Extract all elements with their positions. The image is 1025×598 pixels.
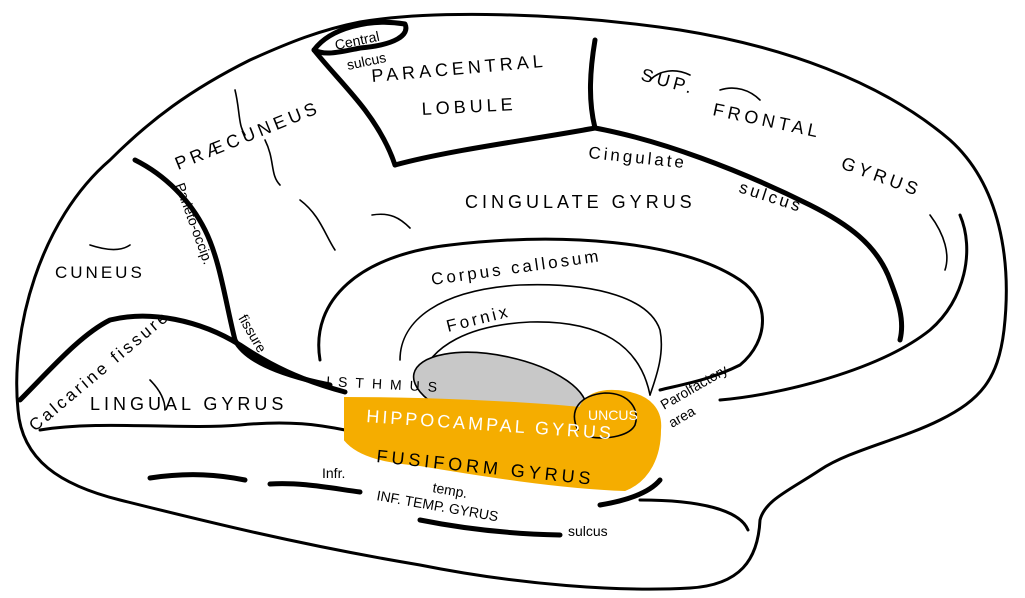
sulcus-tick-9 xyxy=(149,379,166,411)
fornix-curve xyxy=(419,321,651,396)
paracentral-label-1: PARACENTRAL xyxy=(371,51,548,86)
parieto-occipital-fissure xyxy=(132,157,333,388)
sulcus-tick-5 xyxy=(649,70,691,81)
cingulate-gyrus-label: CINGULATE GYRUS xyxy=(465,192,696,212)
isthmus-label: ISTHMUS xyxy=(326,373,446,395)
sup-frontal-inner-curve xyxy=(718,213,969,402)
corpus-callosum-inner xyxy=(399,283,663,396)
calcarine-fissure-line xyxy=(17,313,348,403)
corpus-callosum-outer xyxy=(317,237,764,392)
fusiform-dash-2 xyxy=(267,481,363,495)
paracentral-boundary-bottom xyxy=(392,125,598,168)
temp-label: temp. xyxy=(431,479,468,501)
lingual-gyrus-label: LINGUAL GYRUS xyxy=(90,394,287,414)
uncus-outline xyxy=(573,392,637,439)
sup-frontal-label-1: SUP. xyxy=(639,65,698,99)
sulcus-inf-label: sulcus xyxy=(568,523,608,539)
paracentral-boundary-left xyxy=(311,47,398,168)
lingual-lower-bound xyxy=(38,421,347,432)
sulcus-tick-6 xyxy=(719,87,761,101)
sulcus-tick-2 xyxy=(264,139,281,186)
inf-temp-curve xyxy=(638,498,750,532)
infr-label: Infr. xyxy=(322,465,345,481)
paracentral-boundary-right xyxy=(588,37,598,131)
fusiform-dash-4 xyxy=(597,477,663,508)
paracentral-label-2: LOBULE xyxy=(421,94,517,119)
sup-frontal-label-3: GYRUS xyxy=(839,153,925,201)
parieto-occip-label: Parieto-occip. xyxy=(172,181,216,267)
brain-outline xyxy=(15,12,1008,591)
central-sulcus-lobe xyxy=(311,19,409,56)
corpus-callosum-label: Corpus callosum xyxy=(430,246,603,289)
cingulate-sulcus-line xyxy=(592,125,905,343)
cuneus-label: CUNEUS xyxy=(55,263,145,282)
sulcus-tick-8 xyxy=(371,213,411,229)
uncus-label: UNCUS xyxy=(588,407,638,423)
cingulate-sulcus-label-2: sulcus xyxy=(737,178,806,217)
sulcus-tick-7 xyxy=(929,214,948,271)
hippocampal-gyrus-region xyxy=(344,389,662,492)
sulcus-tick-1 xyxy=(234,89,246,136)
sup-frontal-label-2: FRONTAL xyxy=(711,99,823,142)
praecuneus-label: PRÆCUNEUS xyxy=(172,97,323,174)
fusiform-dash-1 xyxy=(147,472,248,483)
sulcus-tick-3 xyxy=(299,199,336,251)
fusiform-dash-3 xyxy=(417,517,563,538)
sulcus-tick-4 xyxy=(89,244,131,251)
